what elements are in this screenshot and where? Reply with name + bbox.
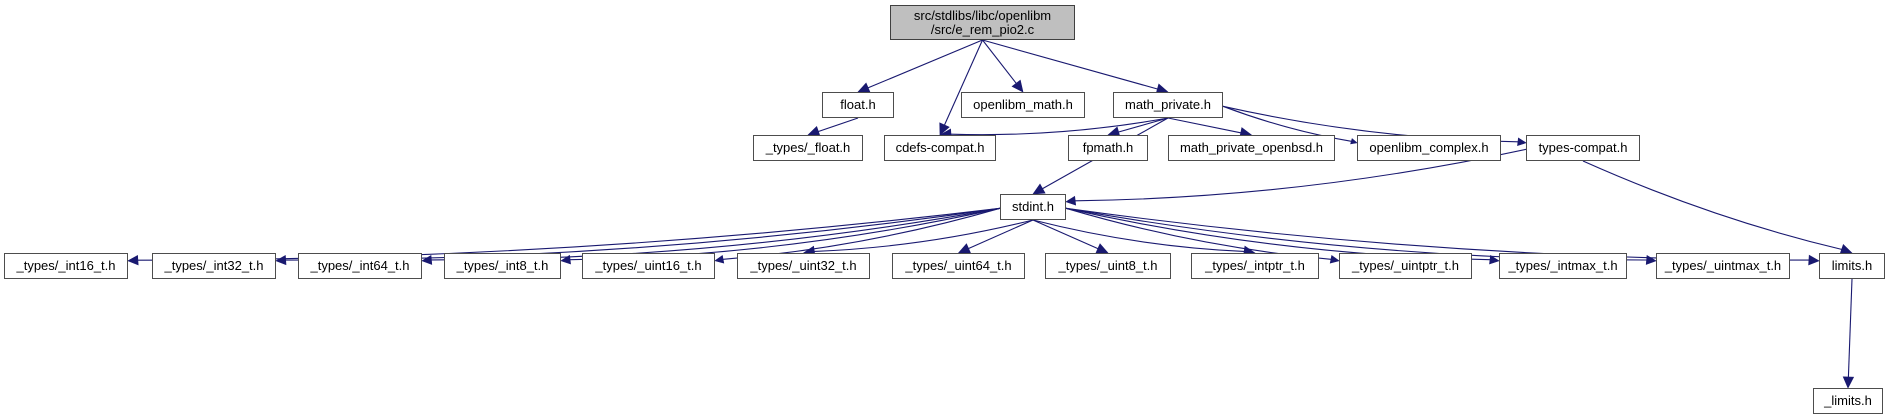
arrowhead-stdint-to-t_int32	[275, 255, 287, 266]
arrowhead-math_private-to-stdint	[1032, 183, 1046, 195]
edge-math_private-to-cdefs_compat	[950, 117, 1169, 136]
graph-node-math_private[interactable]: math_private.h	[1113, 92, 1223, 118]
graph-node-_limits[interactable]: _limits.h	[1813, 388, 1883, 414]
edge-math_private-to-fpmath	[1118, 117, 1169, 133]
edge-types_compat-to-limits	[1582, 160, 1842, 250]
edge-math_private-to-math_priv_obsd	[1167, 117, 1241, 134]
graph-node-cdefs_compat[interactable]: cdefs-compat.h	[884, 135, 996, 161]
graph-node-t_uintptr[interactable]: _types/_uintptr_t.h	[1339, 253, 1472, 279]
edge-stdint-to-t_intptr	[1032, 219, 1245, 252]
graph-node-types_float[interactable]: _types/_float.h	[753, 135, 863, 161]
arrowhead-stdint-to-limits	[1808, 254, 1820, 266]
edge-math_private-to-openlibm_complex	[1222, 105, 1352, 142]
graph-node-t_int16[interactable]: _types/_int16_t.h	[4, 253, 128, 279]
arrowhead-stdint-to-t_intmax	[1489, 254, 1500, 265]
arrowhead-math_private-to-openlibm_complex	[1350, 138, 1358, 145]
arrowhead-stdint-to-t_int64	[421, 255, 433, 265]
edge-root-to-openlibm_math	[982, 39, 1017, 84]
graph-node-t_uint16[interactable]: _types/_uint16_t.h	[582, 253, 715, 279]
graph-node-limits[interactable]: limits.h	[1819, 253, 1885, 279]
graph-node-types_compat[interactable]: types-compat.h	[1526, 135, 1640, 161]
edge-limits-to-_limits	[1847, 278, 1853, 378]
graph-node-t_uint8[interactable]: _types/_uint8_t.h	[1045, 253, 1171, 279]
arrowhead-stdint-to-t_uint8	[1095, 243, 1109, 254]
arrowhead-stdint-to-t_uint64	[957, 243, 972, 254]
edge-stdint-to-t_uint64	[968, 219, 1034, 250]
graph-node-math_priv_obsd[interactable]: math_private_openbsd.h	[1168, 135, 1335, 161]
arrowhead-stdint-to-t_uintptr	[1329, 254, 1340, 264]
graph-node-t_intmax[interactable]: _types/_intmax_t.h	[1499, 253, 1627, 279]
arrowhead-root-to-cdefs_compat	[939, 122, 950, 136]
edge-types_compat-to-stdint	[1075, 148, 1527, 202]
graph-node-t_int32[interactable]: _types/_int32_t.h	[152, 253, 276, 279]
graph-node-stdint[interactable]: stdint.h	[1000, 194, 1066, 220]
graph-node-openlibm_math[interactable]: openlibm_math.h	[961, 92, 1085, 118]
edge-root-to-cdefs_compat	[943, 39, 984, 126]
graph-node-openlibm_complex[interactable]: openlibm_complex.h	[1357, 135, 1501, 161]
arrowhead-types_compat-to-stdint	[1065, 195, 1077, 206]
arrowhead-math_private-to-types_compat	[1517, 137, 1527, 147]
arrowhead-limits-to-_limits	[1842, 376, 1855, 389]
graph-node-root[interactable]: src/stdlibs/libc/openlibm /src/e_rem_pio…	[890, 5, 1075, 40]
arrowhead-stdint-to-t_uint16	[714, 254, 725, 264]
graph-node-t_uintmax[interactable]: _types/_uintmax_t.h	[1656, 253, 1790, 279]
graph-node-fpmath[interactable]: fpmath.h	[1068, 135, 1148, 161]
edge-stdint-to-t_uint32	[814, 219, 1034, 252]
edge-stdint-to-t_uint8	[1032, 219, 1099, 250]
arrowhead-stdint-to-t_int16	[127, 255, 139, 266]
graph-node-t_int64[interactable]: _types/_int64_t.h	[298, 253, 422, 279]
edge-root-to-math_private	[982, 39, 1158, 90]
graph-node-t_intptr[interactable]: _types/_intptr_t.h	[1191, 253, 1319, 279]
graph-node-t_uint32[interactable]: _types/_uint32_t.h	[737, 253, 870, 279]
edge-float-to-types_float	[818, 117, 859, 133]
edge-root-to-float	[867, 39, 983, 89]
graph-node-t_int8[interactable]: _types/_int8_t.h	[444, 253, 561, 279]
graph-node-float[interactable]: float.h	[822, 92, 894, 118]
arrowhead-stdint-to-t_int8	[560, 254, 571, 265]
arrowhead-root-to-openlibm_math	[1011, 79, 1024, 93]
graph-node-t_uint64[interactable]: _types/_uint64_t.h	[892, 253, 1025, 279]
arrowhead-stdint-to-t_uintmax	[1645, 255, 1657, 265]
